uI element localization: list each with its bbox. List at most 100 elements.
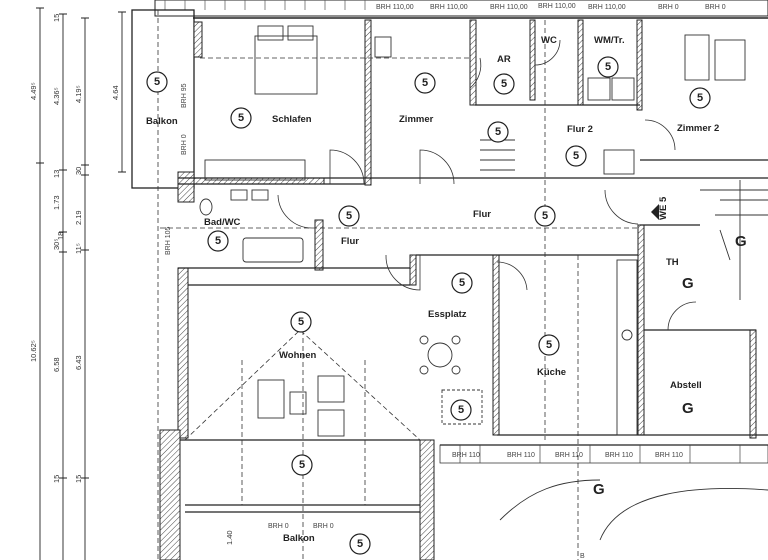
room-label-zimmer-2: Zimmer 2 [677,123,719,134]
dim-label: 4.36⁵ [52,87,61,105]
floor-marker: 5 [597,56,619,78]
brh-label: BRH 110 [605,452,633,459]
brh-label: BRH 0 [268,523,289,530]
svg-text:5: 5 [422,77,428,89]
dimension-lines [36,7,126,560]
furniture [199,25,768,541]
floor-marker: 5 [538,334,560,356]
dim-label: 30 [74,167,83,175]
brh-label: BRH 110 [452,452,480,459]
floor-marker: 5 [146,71,168,93]
room-label-abstell: Abstell [670,380,702,391]
svg-text:5: 5 [546,339,552,351]
dim-label: 15 [74,475,83,483]
dim-label: 4.19⁵ [74,85,83,103]
svg-text:5: 5 [238,112,244,124]
floor-marker: 5 [230,107,252,129]
dim-label: 6.43 [74,355,83,370]
svg-text:5: 5 [299,459,305,471]
svg-text:5: 5 [154,76,160,88]
brh-label: BRH 0 [181,134,188,155]
walls [131,9,768,560]
room-label-balkon: Balkon [146,116,178,127]
dim-label: 15 [52,14,61,22]
axis-lines [157,10,640,560]
brh-label: BRH 110,00 [430,4,468,11]
room-label-schlafen: Schlafen [272,114,312,125]
svg-text:5: 5 [459,277,465,289]
floor-marker: 5 [487,121,509,143]
dim-label: 6.58 [52,357,61,372]
floor-marker: 5 [414,72,436,94]
room-label-flur-small: Flur [341,236,359,247]
floor-code-we5: G [735,233,747,250]
dim-label: 1.40 [225,530,234,545]
floor-marker: 5 [493,73,515,95]
brh-label: BRH 110 [507,452,535,459]
brh-label: BRH 0 [658,4,679,11]
svg-text:5: 5 [542,210,548,222]
svg-text:5: 5 [298,316,304,328]
section-marker: B [580,553,585,560]
dim-label: 4.49⁵ [29,82,38,100]
room-label-ar: AR [497,54,511,65]
svg-text:5: 5 [501,78,507,90]
dim-label: 10.62⁵ [29,340,38,362]
floor-marker: 5 [565,145,587,167]
dim-label: 30⁵ [52,239,61,250]
room-label-wm-tr: WM/Tr. [594,35,625,46]
floor-code-th: G [682,275,694,292]
svg-text:5: 5 [458,404,464,416]
dim-label: 11⁵ [74,243,83,254]
room-label-th: TH [666,257,679,268]
floor-marker: 5 [338,205,360,227]
svg-text:5: 5 [573,150,579,162]
svg-text:5: 5 [346,210,352,222]
brh-label: BRH 105 [165,226,172,255]
room-labels: Balkon Schlafen Zimmer AR WC WM/Tr. Zimm… [146,35,747,560]
dim-label: 1.73 [52,195,61,210]
room-label-wohnen: Wohnen [279,350,316,361]
svg-text:5: 5 [495,126,501,138]
room-label-balkon-bottom: Balkon [283,533,315,544]
room-label-we5: WE 5 [658,196,669,220]
dim-label: 18 [56,232,65,240]
floor-marker: 5 [689,87,711,109]
area-label-g: G [593,481,605,498]
room-label-essplatz: Essplatz [428,309,467,320]
room-label-wc: WC [541,35,557,46]
floor-marker: 5 [290,311,312,333]
brh-label: BRH 110,00 [376,4,414,11]
brh-label: BRH 110 [555,452,583,459]
floor-marker: 5 [534,205,556,227]
south-railing [439,444,768,464]
svg-text:5: 5 [215,235,221,247]
doors [277,39,697,331]
floor-marker: 5 [450,399,472,421]
room-label-bad-wc: Bad/WC [204,217,241,228]
dim-label: 15 [52,475,61,483]
dim-label: 13 [52,170,61,178]
room-label-flur-2: Flur 2 [567,124,593,135]
floor-marker: 5 [291,454,313,476]
svg-text:5: 5 [697,92,703,104]
floor-marker: 5 [451,272,473,294]
brh-label: BRH 110 [655,452,683,459]
room-label-flur: Flur [473,209,491,220]
svg-text:5: 5 [357,538,363,550]
floor-markers: 5 5 5 5 5 5 5 5 5 5 5 5 5 5 5 5 5 [146,56,711,555]
brh-label: BRH 110,00 [490,4,528,11]
floor-marker: 5 [207,230,229,252]
top-railing [154,0,768,19]
room-label-zimmer: Zimmer [399,114,434,125]
room-label-kueche: Küche [537,367,566,378]
dim-label: 2.19 [74,210,83,225]
brh-label: BRH 110,00 [538,3,576,10]
entrance-arrow-icon [651,204,659,220]
brh-label: BRH 110,00 [588,4,626,11]
brh-label: BRH 0 [313,523,334,530]
floor-code-abstell: G [682,400,694,417]
dim-label: 4.64 [111,85,120,100]
floor-marker: 5 [349,533,371,555]
